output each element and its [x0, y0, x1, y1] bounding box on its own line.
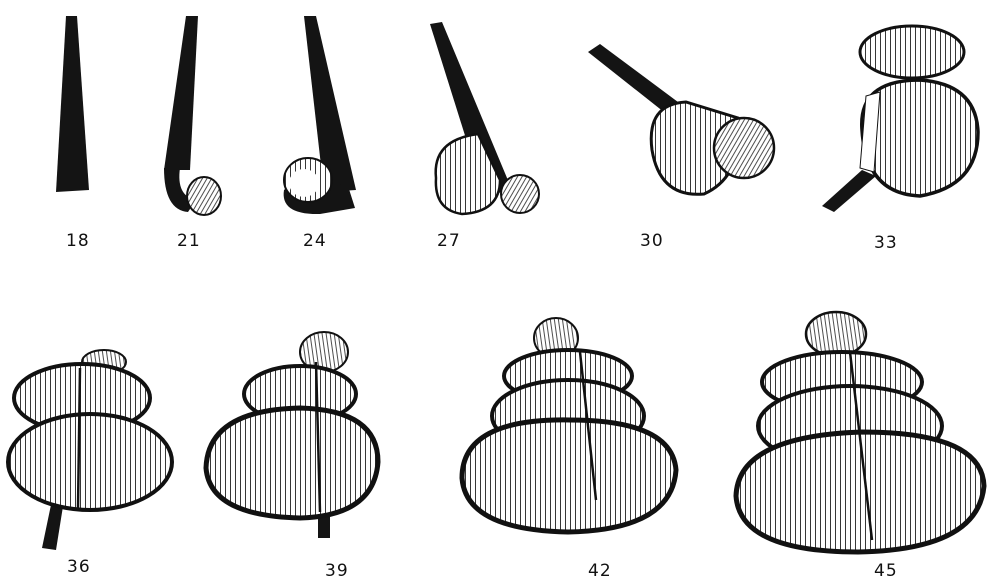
- panel-27-drawing: [430, 22, 539, 214]
- panel-45-label: 45: [874, 561, 898, 579]
- panel-24-label: 24: [303, 231, 327, 251]
- panel-24-drawing: [284, 16, 356, 214]
- panel-27-label: 27: [437, 231, 461, 251]
- panel-30-drawing: [588, 44, 774, 194]
- panel-33-label: 33: [874, 233, 898, 253]
- panel-30-label: 30: [640, 231, 664, 251]
- panel-45-drawing: [736, 312, 984, 552]
- panel-42-drawing: [462, 318, 676, 532]
- panel-33-drawing: [822, 26, 978, 212]
- panel-39-label: 39: [325, 561, 349, 579]
- panel-21-drawing: [164, 16, 221, 215]
- panel-39-drawing: [206, 332, 378, 538]
- panel-42-label: 42: [588, 561, 612, 579]
- panel-36-label: 36: [67, 557, 91, 577]
- panel-36-drawing: [8, 350, 172, 550]
- panel-18-label: 18: [66, 231, 90, 251]
- panel-18-drawing: [56, 16, 89, 192]
- panel-21-label: 21: [177, 231, 201, 251]
